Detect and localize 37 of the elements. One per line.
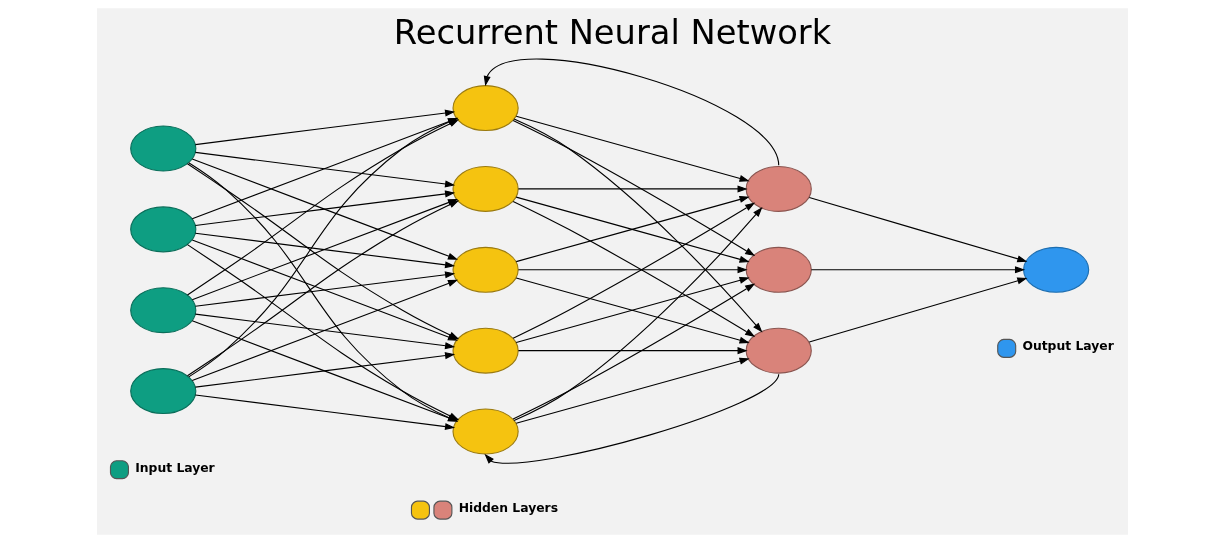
node-circle <box>129 125 196 172</box>
legend-label: Hidden Layers <box>458 501 558 516</box>
arrow <box>194 109 455 146</box>
arrow <box>194 232 455 269</box>
arrow <box>483 373 779 464</box>
node-circle <box>451 246 519 293</box>
arrow <box>517 266 748 274</box>
arrow <box>483 58 779 166</box>
arrow <box>513 206 762 422</box>
arrow <box>515 115 750 182</box>
arrow <box>808 277 1027 343</box>
arrow <box>194 352 455 388</box>
arrow <box>517 185 748 193</box>
node-circle <box>129 206 196 253</box>
diagram-title: Recurrent Neural Network <box>393 13 831 53</box>
arrow <box>194 190 455 226</box>
arrow <box>194 271 455 307</box>
legend-label: Output Layer <box>1021 339 1114 354</box>
arrow <box>194 313 455 350</box>
arrow <box>515 196 750 263</box>
node-circle <box>451 85 519 132</box>
node-circle <box>451 408 519 455</box>
node-circle <box>129 368 196 415</box>
node-circle <box>451 327 519 374</box>
arrow <box>808 197 1027 263</box>
node-circle <box>451 165 519 212</box>
legend-label: Input Layer <box>134 460 215 475</box>
arrow <box>513 118 762 333</box>
arrow <box>194 394 455 431</box>
node-circle <box>129 287 196 334</box>
arrow <box>517 347 748 355</box>
arrow <box>515 357 750 424</box>
node-circle <box>1022 246 1089 293</box>
arrow <box>810 266 1025 274</box>
arrow <box>194 151 455 188</box>
arrow <box>512 120 755 257</box>
arrow <box>512 283 755 420</box>
